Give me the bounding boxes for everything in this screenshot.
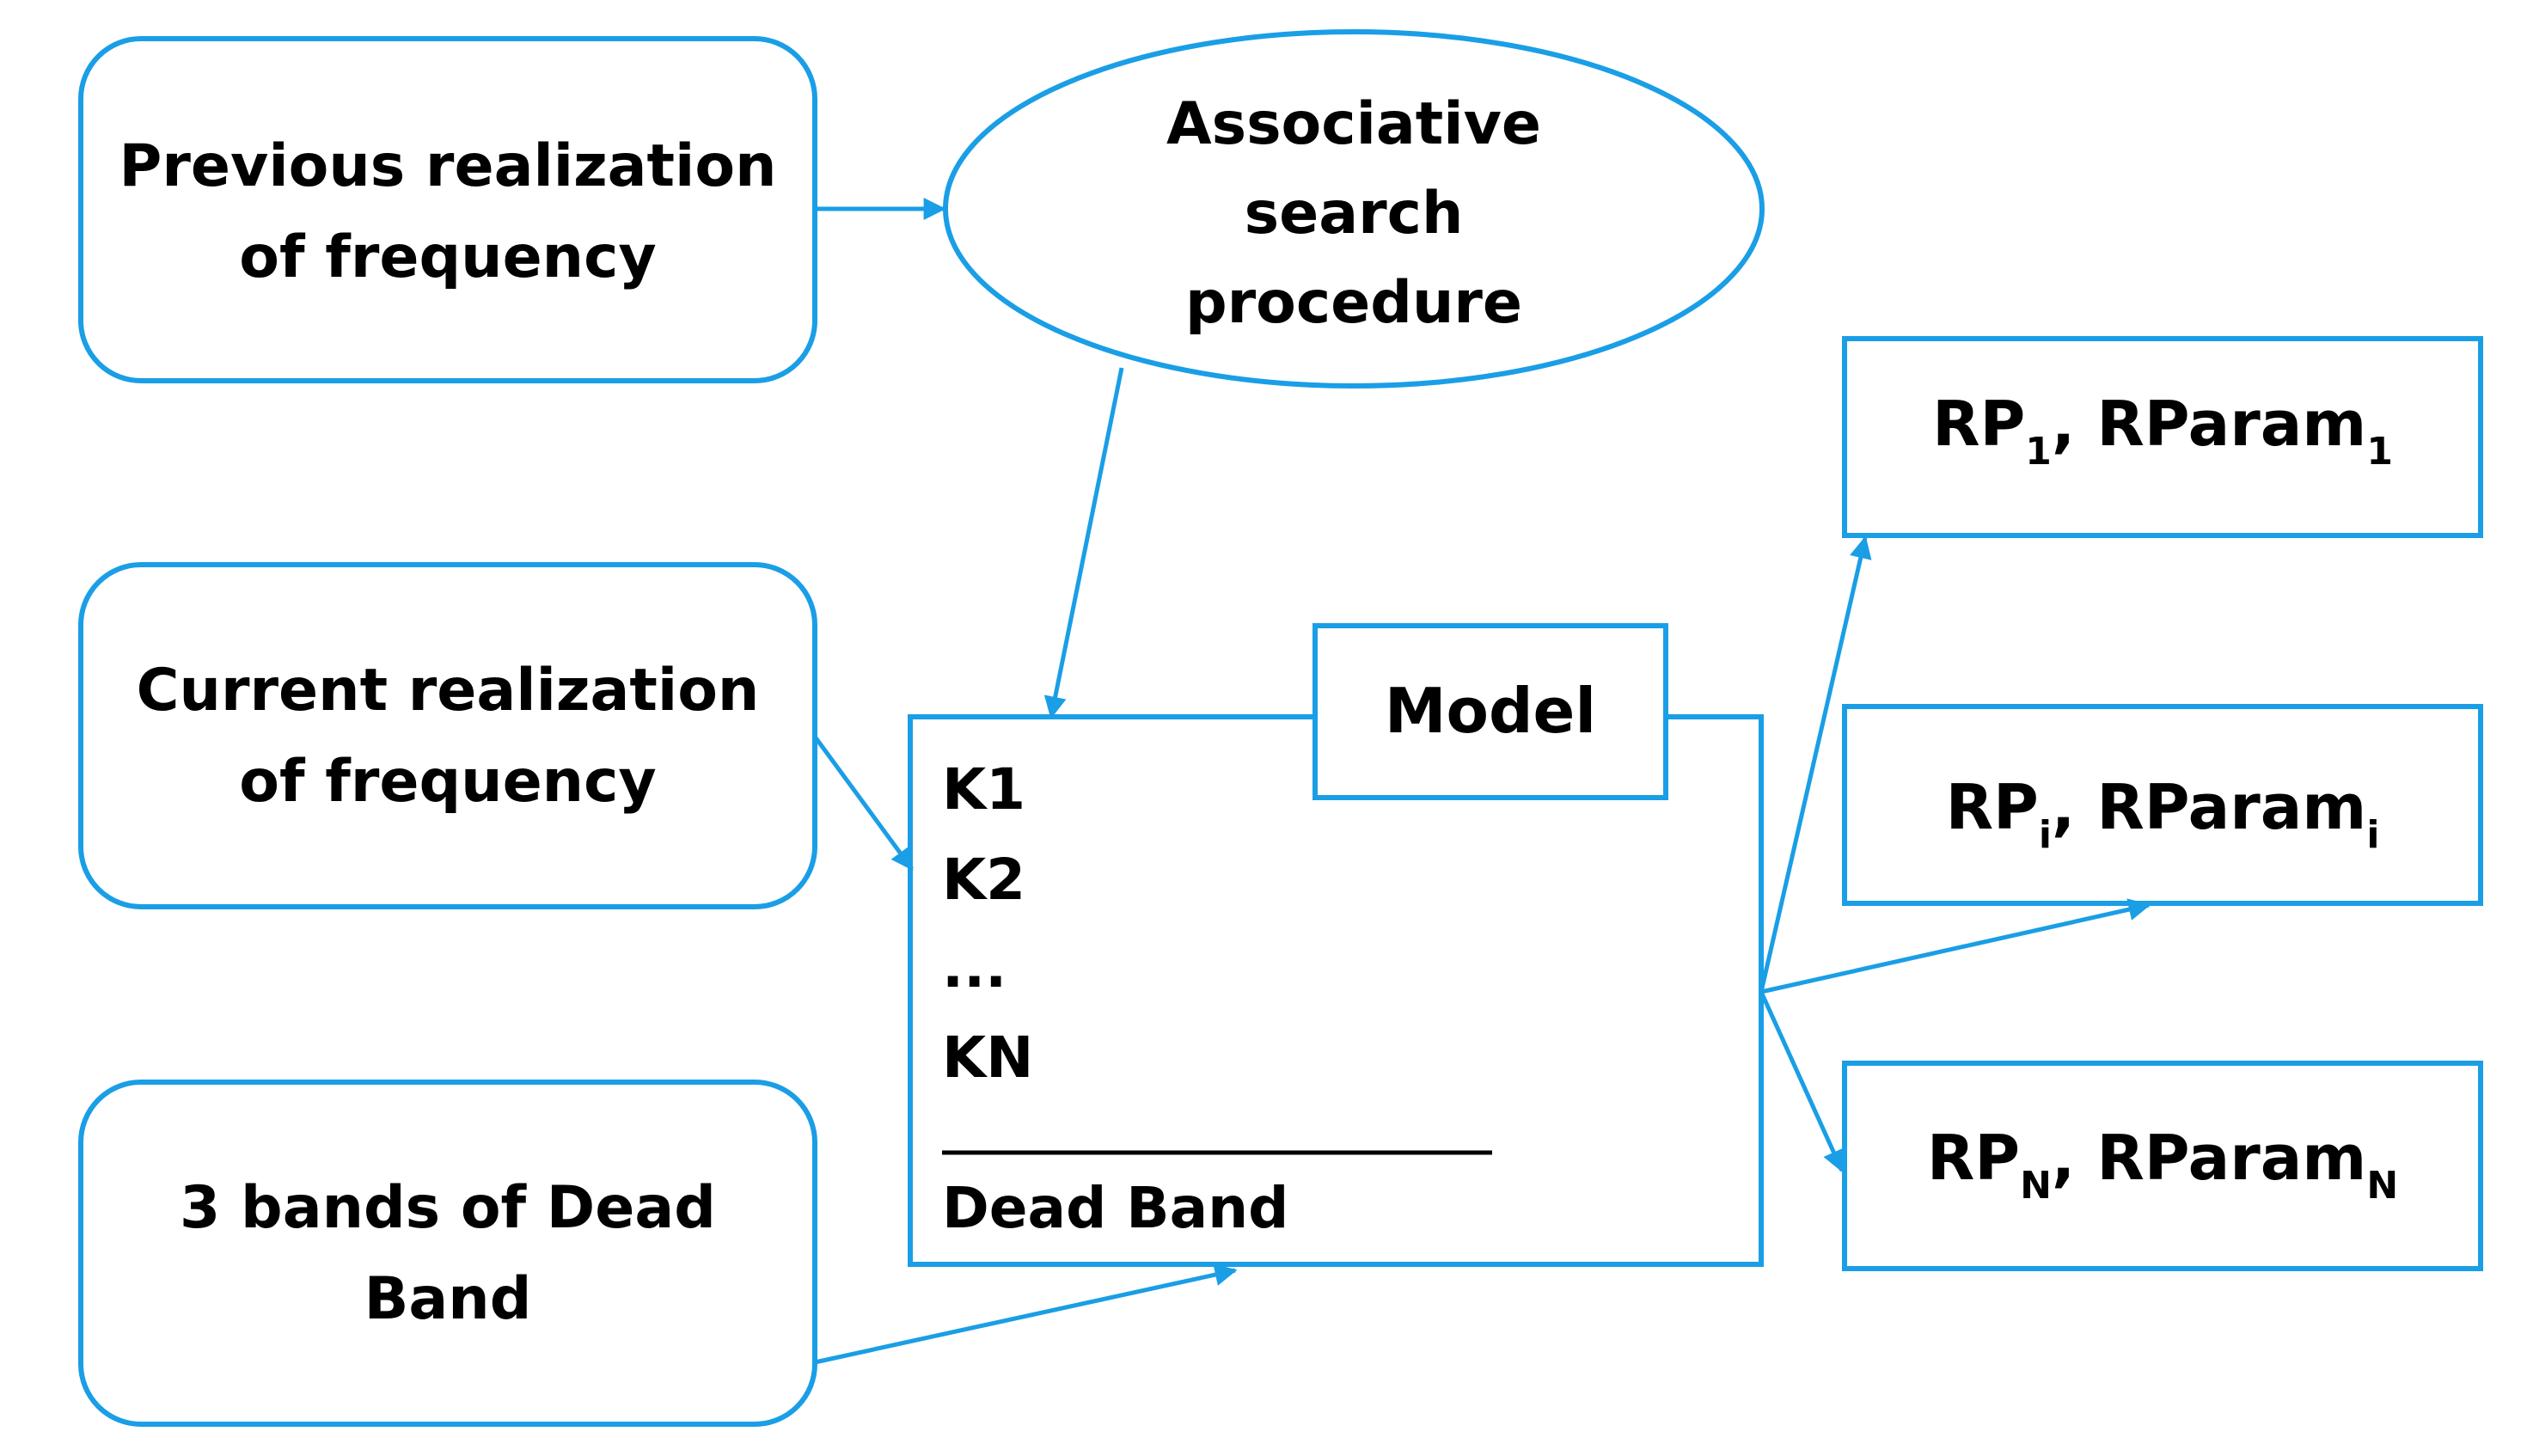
output-n-rp-sub: N xyxy=(2020,1164,2052,1208)
previous-realization-box: Previous realization of frequency xyxy=(78,36,817,383)
arrow-model-to-output-n xyxy=(1759,990,1845,1173)
output-1-param-sub: 1 xyxy=(2366,430,2393,474)
dead-band-input-line-2: Band xyxy=(364,1265,532,1333)
search-line-3: procedure xyxy=(1185,269,1522,337)
arrow-deadband-to-model xyxy=(814,1263,1238,1365)
coefficient-ellipsis: ... xyxy=(942,934,1007,1000)
coefficient-kn: KN xyxy=(942,1025,1033,1091)
output-n-sep: , xyxy=(2052,1122,2096,1194)
output-i-sep: , xyxy=(2052,771,2096,843)
output-1-rp-sub: 1 xyxy=(2025,430,2052,474)
current-realization-box: Current realization of frequency xyxy=(78,562,817,909)
output-box-1: RP1, RParam1 xyxy=(1842,336,2483,538)
output-label-n: RPN, RParamN xyxy=(1927,1122,2398,1208)
arrow-model-to-output-i xyxy=(1760,898,2151,994)
arrow-current-to-model xyxy=(812,735,915,872)
arrow-search-to-model xyxy=(1043,367,1124,719)
model-title: Model xyxy=(1385,675,1596,747)
output-label-i: RPi, RParami xyxy=(1946,771,2380,857)
search-line-2: search xyxy=(1245,180,1464,248)
output-i-param: RParam xyxy=(2096,771,2366,843)
arrow-model-to-output-1 xyxy=(1759,535,1872,993)
model-title-box xyxy=(1313,623,1668,800)
output-1-sep: , xyxy=(2052,388,2096,460)
current-realization-line-2: of frequency xyxy=(239,748,656,816)
dead-band-input-box: 3 bands of Dead Band xyxy=(78,1080,817,1427)
model-box: Model K1 K2 ... KN Dead Band xyxy=(908,623,1764,1267)
previous-realization-line-2: of frequency xyxy=(239,223,656,291)
current-realization-line-1: Current realization xyxy=(137,657,760,725)
output-n-param-sub: N xyxy=(2366,1164,2398,1208)
output-i-rp: RP xyxy=(1946,771,2039,843)
dead-band-input-line-1: 3 bands of Dead xyxy=(180,1174,716,1242)
coefficient-k1: K1 xyxy=(942,756,1025,823)
search-line-1: Associative xyxy=(1166,90,1541,158)
output-box-n: RPN, RParamN xyxy=(1842,1061,2483,1271)
output-n-param: RParam xyxy=(2096,1122,2366,1194)
output-1-param: RParam xyxy=(2096,388,2366,460)
coefficient-k2: K2 xyxy=(942,847,1025,913)
output-i-param-sub: i xyxy=(2366,813,2379,857)
output-label-1: RP1, RParam1 xyxy=(1932,388,2393,474)
output-box-i: RPi, RParami xyxy=(1842,704,2483,906)
output-n-rp: RP xyxy=(1927,1122,2020,1194)
output-1-rp: RP xyxy=(1932,388,2025,460)
associative-search-ellipse: Associative search procedure xyxy=(943,29,1765,388)
output-i-rp-sub: i xyxy=(2039,813,2052,857)
model-dead-band-label: Dead Band xyxy=(942,1175,1288,1241)
previous-realization-line-1: Previous realization xyxy=(119,132,777,200)
